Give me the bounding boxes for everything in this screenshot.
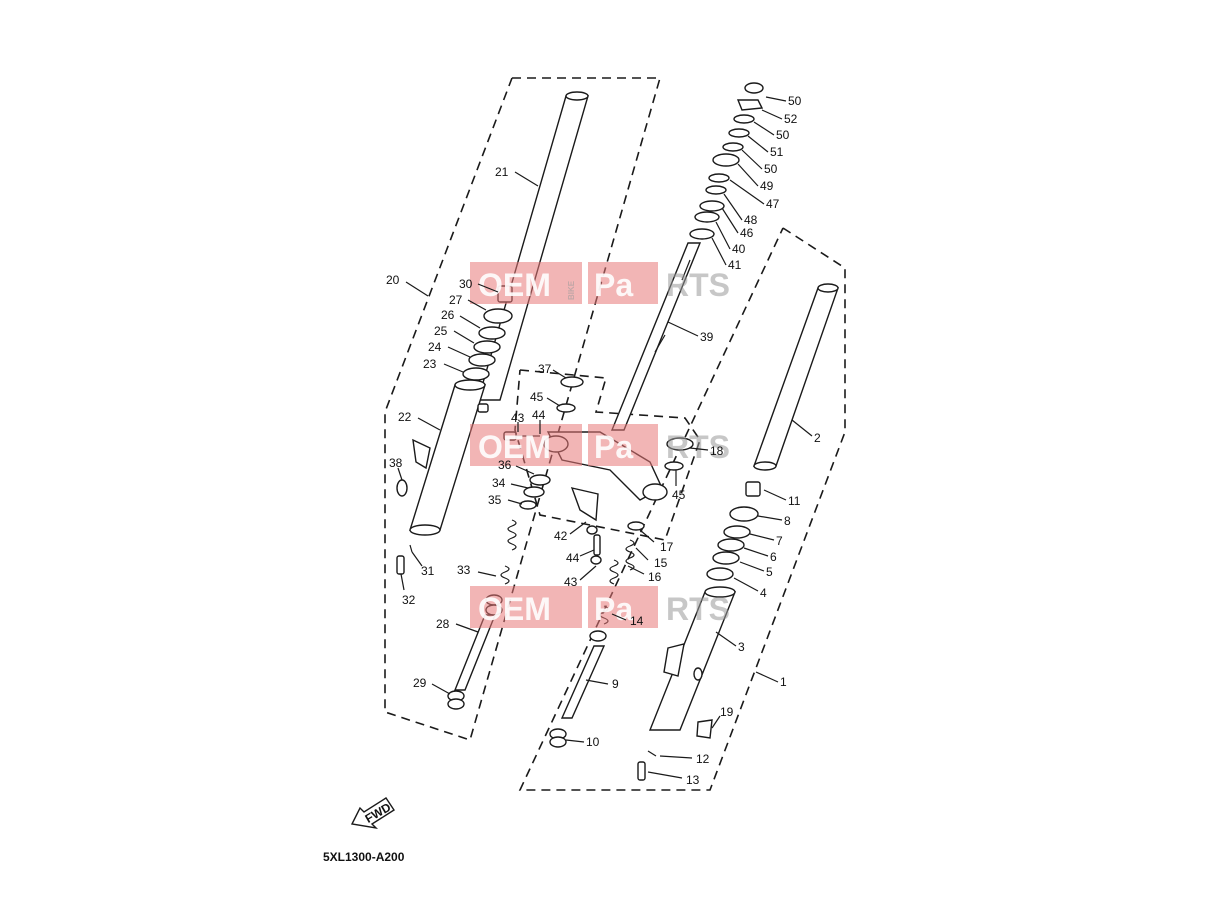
label-24: 24 <box>428 340 442 354</box>
label-35: 35 <box>488 493 502 507</box>
label-15: 15 <box>654 556 668 570</box>
label-50b: 50 <box>776 128 790 142</box>
label-3: 3 <box>738 640 745 654</box>
left-fork-assembly <box>396 91 589 710</box>
label-25: 25 <box>434 324 448 338</box>
label-46: 46 <box>740 226 754 240</box>
svg-text:OEM: OEM <box>478 591 551 627</box>
label-52: 52 <box>784 112 798 126</box>
svg-text:Pa: Pa <box>594 267 633 303</box>
svg-text:Pa: Pa <box>594 429 633 465</box>
right-fork-assembly <box>637 283 839 781</box>
svg-text:RTS: RTS <box>666 267 730 303</box>
under-bracket <box>503 376 694 565</box>
label-4: 4 <box>760 586 767 600</box>
fwd-arrow-icon: FWD <box>350 797 395 830</box>
label-14: 14 <box>630 614 644 628</box>
label-28: 28 <box>436 617 450 631</box>
label-41: 41 <box>728 258 742 272</box>
label-39: 39 <box>700 330 714 344</box>
label-13: 13 <box>686 773 700 787</box>
label-32: 32 <box>402 593 416 607</box>
label-22: 22 <box>398 410 412 424</box>
label-33: 33 <box>457 563 471 577</box>
inner-tube-right <box>753 287 839 467</box>
svg-text:Pa: Pa <box>594 591 633 627</box>
label-19: 19 <box>720 705 734 719</box>
label-26: 26 <box>441 308 455 322</box>
label-17: 17 <box>660 540 674 554</box>
label-30: 30 <box>459 277 473 291</box>
svg-text:OEM: OEM <box>478 267 551 303</box>
label-7: 7 <box>776 534 783 548</box>
label-50a: 50 <box>788 94 802 108</box>
label-21: 21 <box>495 165 509 179</box>
label-43b: 43 <box>564 575 578 589</box>
label-44b: 44 <box>566 551 580 565</box>
svg-text:RTS: RTS <box>666 591 730 627</box>
label-48: 48 <box>744 213 758 227</box>
label-42: 42 <box>554 529 568 543</box>
label-2: 2 <box>814 431 821 445</box>
inner-tube-left <box>477 95 589 401</box>
label-31: 31 <box>421 564 435 578</box>
label-1: 1 <box>780 675 787 689</box>
label-6: 6 <box>770 550 777 564</box>
svg-text:OEM: OEM <box>478 429 551 465</box>
svg-text:RTS: RTS <box>666 429 730 465</box>
steering-assembly <box>610 82 764 431</box>
label-11: 11 <box>788 494 801 508</box>
label-43a: 43 <box>511 411 525 425</box>
bolt-32 <box>396 555 405 575</box>
label-9: 9 <box>612 677 619 691</box>
label-12: 12 <box>696 752 710 766</box>
right-fork-group-outline <box>518 227 846 791</box>
label-18: 18 <box>710 444 724 458</box>
label-29: 29 <box>413 676 427 690</box>
oil-seal-8 <box>729 506 759 522</box>
label-49: 49 <box>760 179 774 193</box>
label-5: 5 <box>766 565 773 579</box>
damper-rod-center <box>560 645 606 719</box>
label-34: 34 <box>492 476 506 490</box>
bolt-13 <box>637 761 646 781</box>
left-fork-group-outline <box>384 77 662 742</box>
label-47: 47 <box>766 197 780 211</box>
label-20: 20 <box>386 273 400 287</box>
label-38: 38 <box>389 456 403 470</box>
part-38 <box>396 479 408 497</box>
svg-text:BIKE: BIKE <box>567 280 576 300</box>
label-36: 36 <box>498 458 512 472</box>
callouts: 50 52 50 51 50 49 47 48 46 40 41 39 20 2… <box>386 94 821 787</box>
oil-seal-27 <box>483 308 513 324</box>
label-45a: 45 <box>530 390 544 404</box>
center-damper <box>549 521 645 748</box>
label-50c: 50 <box>764 162 778 176</box>
label-37: 37 <box>538 362 552 376</box>
label-40: 40 <box>732 242 746 256</box>
label-27: 27 <box>449 293 463 307</box>
label-23: 23 <box>423 357 437 371</box>
watermark-group: OEM BIKE Pa RTS OEM Pa RTS OEM Pa RTS <box>470 262 730 628</box>
label-16: 16 <box>648 570 662 584</box>
label-8: 8 <box>784 514 791 528</box>
label-44a: 44 <box>532 408 546 422</box>
label-45b: 45 <box>672 488 686 502</box>
fork-spring-left <box>500 519 517 585</box>
label-51: 51 <box>770 145 784 159</box>
label-10: 10 <box>586 735 600 749</box>
diagram-code: 5XL1300-A200 <box>323 850 405 864</box>
